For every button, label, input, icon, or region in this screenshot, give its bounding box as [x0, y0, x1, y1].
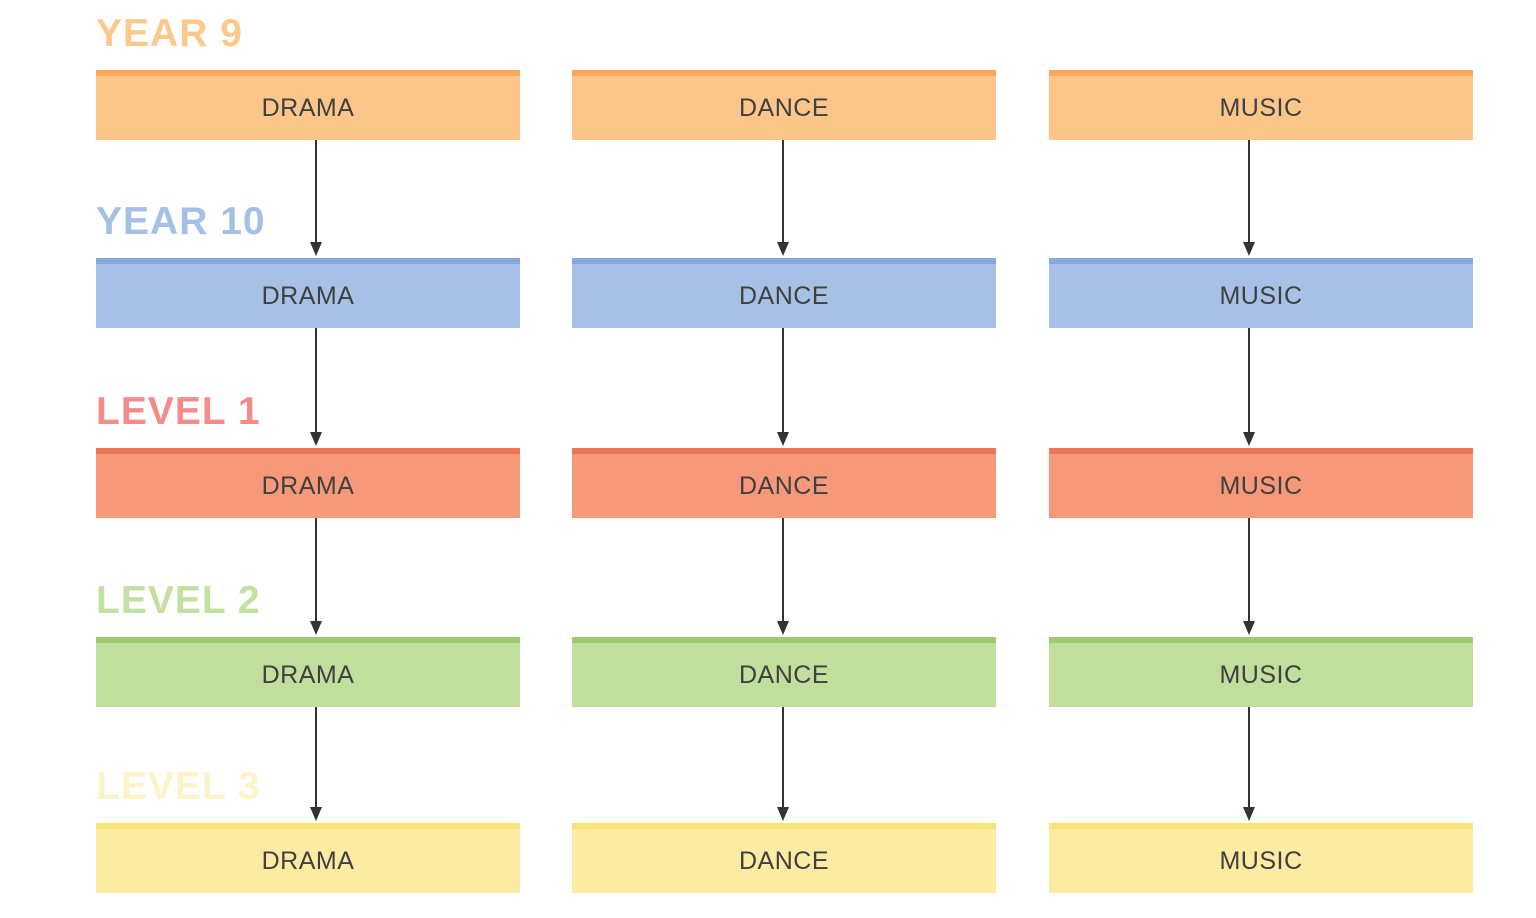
subject-box-level-3-drama: DRAMA: [96, 823, 520, 893]
arrow-head: [310, 807, 322, 821]
stage-heading-year-10: YEAR 10: [96, 200, 266, 243]
subject-box-level-2-dance: DANCE: [572, 637, 996, 707]
subject-box-year-10-music: MUSIC: [1049, 258, 1473, 328]
subject-label: DRAMA: [261, 660, 355, 689]
subject-box-year-10-dance: DANCE: [572, 258, 996, 328]
subject-label: MUSIC: [1219, 471, 1303, 500]
subject-label: DRAMA: [261, 281, 355, 310]
subject-box-year-9-drama: DRAMA: [96, 70, 520, 140]
stage-heading-year-9: YEAR 9: [96, 12, 243, 55]
subject-box-level-3-dance: DANCE: [572, 823, 996, 893]
subject-box-level-1-drama: DRAMA: [96, 448, 520, 518]
arrow-head: [1243, 432, 1255, 446]
arrow-head: [1243, 242, 1255, 256]
subject-label: DANCE: [738, 846, 829, 875]
subject-label: DANCE: [738, 93, 829, 122]
subject-label: MUSIC: [1219, 846, 1303, 875]
subject-label: DRAMA: [261, 93, 355, 122]
stage-heading-level-3: LEVEL 3: [96, 765, 261, 808]
arrow-head: [777, 807, 789, 821]
subject-label: MUSIC: [1219, 93, 1303, 122]
arrow-head: [310, 242, 322, 256]
subject-box-level-2-drama: DRAMA: [96, 637, 520, 707]
subject-box-level-3-music: MUSIC: [1049, 823, 1473, 893]
arrow-head: [777, 621, 789, 635]
subject-box-year-9-dance: DANCE: [572, 70, 996, 140]
arrow-head: [310, 432, 322, 446]
arrow-head: [1243, 807, 1255, 821]
subject-box-year-10-drama: DRAMA: [96, 258, 520, 328]
subject-label: MUSIC: [1219, 281, 1303, 310]
subject-label: MUSIC: [1219, 660, 1303, 689]
subject-label: DANCE: [738, 281, 829, 310]
subject-box-level-2-music: MUSIC: [1049, 637, 1473, 707]
subject-box-year-9-music: MUSIC: [1049, 70, 1473, 140]
subject-box-level-1-music: MUSIC: [1049, 448, 1473, 518]
arrow-head: [1243, 621, 1255, 635]
arrow-head: [777, 242, 789, 256]
stage-heading-level-1: LEVEL 1: [96, 390, 261, 433]
subject-label: DRAMA: [261, 846, 355, 875]
subject-label: DANCE: [738, 471, 829, 500]
arrow-head: [777, 432, 789, 446]
subject-label: DANCE: [738, 660, 829, 689]
subject-box-level-1-dance: DANCE: [572, 448, 996, 518]
subject-label: DRAMA: [261, 471, 355, 500]
stage-heading-level-2: LEVEL 2: [96, 579, 261, 622]
arrow-head: [310, 621, 322, 635]
